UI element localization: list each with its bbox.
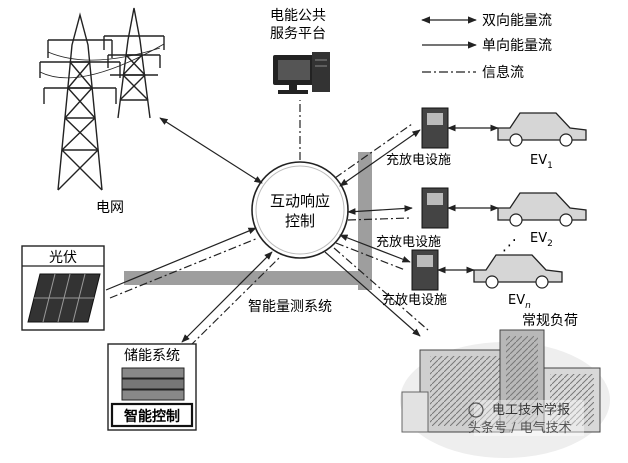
ev-car-icon [497,112,587,141]
watermark-line2: 头条号 / 电气技术 [468,420,572,436]
center-label-line1: 互动响应 [270,192,330,210]
storage-bidirectional-flow [181,251,273,343]
charger1-flow [339,129,421,187]
smart-control-box [110,402,194,428]
pv-info-flow [109,237,259,299]
charger-3: 充放电设施 EVn [382,249,563,311]
charger-1: 充放电设施 EV1 [386,107,587,171]
legend: 双向能量流 单向能量流 信息流 [421,13,552,81]
wechat-icon [468,402,484,418]
load-energy-flow [324,251,421,337]
load-label: 常规负荷 [522,313,578,329]
platform-label-line1: 电能公共 [270,8,326,24]
load-info-flow [333,247,429,331]
evn-label: EVn [508,293,531,311]
charger2-flow [347,205,413,215]
smart-control-label: 智能控制 [123,408,180,425]
charger3-label: 充放电设施 [382,292,447,308]
watermark: 电工技术学报 头条号 / 电气技术 [468,400,584,436]
legend-unidirectional-label: 单向能量流 [482,38,552,54]
smart-meter-label: 智能量测系统 [248,299,332,315]
pv-label: 光伏 [49,250,77,266]
solar-panel-icon [27,273,101,323]
legend-bidirectional-label: 双向能量流 [482,13,552,29]
pv-energy-flow [105,227,257,291]
pv-module: 光伏 [21,245,105,331]
legend-information-label: 信息流 [482,64,524,81]
ev2-label: EV2 [530,231,553,249]
charger3-info-flow [335,242,406,271]
storage-label: 储能系统 [124,348,180,364]
center-label-line2: 控制 [285,212,315,230]
charger3-flow [339,234,411,263]
storage-module: 储能系统 智能控制 [107,343,197,431]
buildings-icon [400,329,610,458]
grid-label: 电网 [96,200,124,216]
charger-2: 充放电设施 EV2 ⋰ [376,187,587,254]
charger1-label: 充放电设施 [386,152,451,168]
charger2-label: 充放电设施 [376,234,441,250]
storage-info-flow [189,257,280,347]
ev-car-icon [473,254,563,283]
ev-car-icon [497,192,587,221]
center-control-circle [251,161,349,259]
ellipsis: ⋰ [502,236,517,254]
watermark-line1: 电工技术学报 [492,402,570,418]
charger2-info-flow [347,217,411,221]
center-control-ring [255,165,345,255]
flow-lines [105,100,429,347]
battery-rack-icon [121,367,185,401]
transmission-tower-icon [39,7,165,191]
charger1-info-flow [334,123,413,179]
grid-bidirectional-flow [159,117,263,184]
platform-label-line2: 服务平台 [270,26,326,42]
ev1-label: EV1 [530,153,553,171]
computer-icon [273,52,330,94]
